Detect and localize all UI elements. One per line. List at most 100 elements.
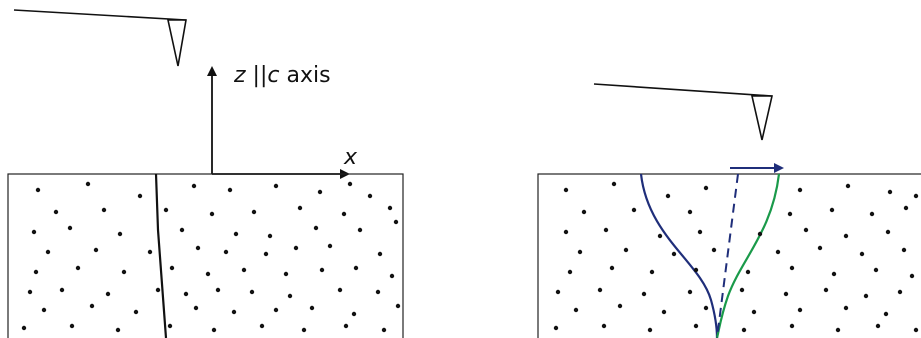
defect-dot (697, 229, 703, 235)
green-curve (715, 173, 781, 338)
blue-curve (639, 173, 719, 338)
defect-dot (609, 265, 615, 271)
defect-dot (913, 193, 919, 199)
right-panel (537, 83, 921, 338)
defect-dot (647, 327, 653, 333)
defect-dot (147, 249, 153, 255)
defect-dot (913, 327, 919, 333)
z-axis-label: z ||c axis (233, 63, 331, 88)
right-sample-slab (537, 173, 921, 338)
defect-dot (577, 249, 583, 255)
defect-dot (75, 265, 81, 271)
defect-dot (775, 249, 781, 255)
defect-dot (301, 327, 307, 333)
defect-dot (903, 205, 909, 211)
defect-dot (611, 181, 617, 187)
defect-dot (45, 249, 51, 255)
defect-dot (843, 305, 849, 311)
defect-dot (757, 231, 763, 237)
x-axis-label: x (343, 145, 358, 170)
defect-dot (657, 233, 663, 239)
defect-dot (869, 211, 875, 217)
defect-dot (287, 293, 293, 299)
defect-dot (617, 303, 623, 309)
defect-dot (93, 247, 99, 253)
defect-dot (193, 305, 199, 311)
defect-dot (137, 193, 143, 199)
defect-dot (353, 265, 359, 271)
defect-dot (703, 305, 709, 311)
defect-dot (897, 289, 903, 295)
defect-dot (553, 325, 559, 331)
defect-dot (169, 265, 175, 271)
defect-dot (745, 269, 751, 275)
left-domain-wall-line (154, 173, 168, 338)
defect-dot (909, 273, 915, 279)
defect-dot (69, 323, 75, 329)
defect-dot (327, 243, 333, 249)
defect-dot (59, 287, 65, 293)
defect-dot (863, 293, 869, 299)
defect-dot (313, 225, 319, 231)
defect-dot (835, 327, 841, 333)
defect-dot (703, 185, 709, 191)
defect-dot (829, 207, 835, 213)
defect-dot (205, 271, 211, 277)
defect-dot (251, 209, 257, 215)
defect-dot (601, 323, 607, 329)
defect-dot (751, 309, 757, 315)
defect-dot (367, 193, 373, 199)
defect-dot (233, 231, 239, 237)
defect-dot (901, 247, 907, 253)
defect-dot (687, 289, 693, 295)
defect-dot (381, 327, 387, 333)
defect-dot (309, 305, 315, 311)
defect-dot (787, 211, 793, 217)
defect-dot (789, 265, 795, 271)
defect-dot (563, 229, 569, 235)
defect-dot (887, 189, 893, 195)
defect-dot (711, 247, 717, 253)
right-cantilever (593, 83, 774, 141)
defect-dot (209, 211, 215, 217)
defect-dot (21, 325, 27, 331)
defect-dot (211, 327, 217, 333)
defect-dot (273, 307, 279, 313)
defect-dot (393, 219, 399, 225)
defect-dot (803, 227, 809, 233)
defect-dot (631, 207, 637, 213)
defect-dot (831, 271, 837, 277)
defect-dot (873, 267, 879, 273)
defect-dot (163, 207, 169, 213)
defect-dot (215, 287, 221, 293)
defect-dot (377, 251, 383, 257)
left-sample-slab (7, 173, 404, 338)
defect-dot (693, 323, 699, 329)
defect-dot (783, 291, 789, 297)
defect-dot (395, 303, 401, 309)
defect-dot (241, 267, 247, 273)
defect-dot (665, 193, 671, 199)
defect-dot (351, 311, 357, 317)
defect-dot (885, 229, 891, 235)
defect-dot (121, 269, 127, 275)
defect-dot (41, 307, 47, 313)
defect-dot (341, 211, 347, 217)
defect-dot (259, 323, 265, 329)
defect-dot (823, 287, 829, 293)
defect-dot (597, 287, 603, 293)
defect-dot (555, 289, 561, 295)
defect-dot (27, 289, 33, 295)
defect-dot (85, 181, 91, 187)
defect-dot (101, 207, 107, 213)
defect-dot (661, 309, 667, 315)
defect-dot (797, 187, 803, 193)
defect-dot (641, 291, 647, 297)
defect-dot (67, 225, 73, 231)
left-panel: z ||c axis x (7, 9, 404, 338)
dashed-line (716, 173, 739, 338)
defect-dot (789, 323, 795, 329)
defect-dot (687, 209, 693, 215)
defect-dot (319, 267, 325, 273)
